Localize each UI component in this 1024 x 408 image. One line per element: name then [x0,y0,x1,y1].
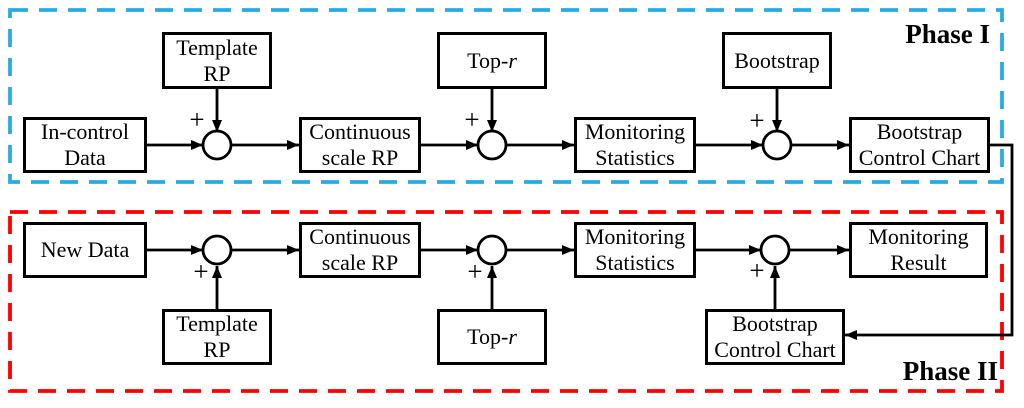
plus-sign-junction-2: + [464,104,480,135]
top-r-variable: r [508,47,517,73]
box-bootstrap-control-chart-phase1-label: Bootstrap Control Chart [858,119,981,170]
plus-sign-junction-5: + [467,256,483,287]
sum-junction-4 [201,234,233,266]
plus-sign-junction-6: + [749,255,765,286]
box-continuous-scale-rp-phase1-label: Continuous scale RP [309,119,411,170]
box-top-r-phase2: Top-r [437,309,547,365]
phase2-boundary [8,210,1004,393]
box-bootstrap-control-chart-phase1: Bootstrap Control Chart [849,117,990,173]
box-in-control-data-label: In-control Data [41,119,129,170]
box-monitoring-statistics-phase1-label: Monitoring Statistics [584,119,686,170]
phase1-boundary [8,8,1004,184]
box-template-rp-phase2: Template RP [162,309,272,365]
box-template-rp-phase1: Template RP [162,32,272,89]
box-monitoring-statistics-phase2-label: Monitoring Statistics [584,224,686,275]
box-top-r-phase1: Top-r [437,32,547,89]
top-r-prefix: Top- [467,324,509,349]
box-monitoring-statistics-phase1: Monitoring Statistics [574,117,696,173]
box-bootstrap-label: Bootstrap [734,47,820,73]
box-bootstrap: Bootstrap [722,32,832,89]
box-in-control-data: In-control Data [23,117,147,173]
box-monitoring-result: Monitoring Result [849,222,988,278]
box-template-rp-phase2-label: Template RP [176,311,258,362]
sum-junction-3 [761,129,793,161]
box-continuous-scale-rp-phase2: Continuous scale RP [299,222,421,278]
sum-junction-1 [201,129,233,161]
box-top-r-phase2-label: Top-r [467,324,517,350]
box-new-data: New Data [23,222,147,278]
box-continuous-scale-rp-phase1: Continuous scale RP [299,117,421,173]
plus-sign-junction-4: + [193,256,209,287]
phase2-label: Phase II [902,356,998,386]
box-continuous-scale-rp-phase2-label: Continuous scale RP [309,224,411,275]
top-r-prefix: Top- [467,47,509,73]
phase1-label: Phase I [905,19,990,49]
plus-sign-junction-1: + [189,104,205,135]
sum-junction-2 [476,129,508,161]
box-top-r-phase1-label: Top-r [467,48,517,74]
box-template-rp-phase1-label: Template RP [176,34,258,86]
sum-junction-5 [476,234,508,266]
box-bootstrap-control-chart-phase2: Bootstrap Control Chart [705,309,845,365]
box-bootstrap-control-chart-phase2-label: Bootstrap Control Chart [714,311,836,362]
box-monitoring-result-label: Monitoring Result [868,224,969,275]
box-monitoring-statistics-phase2: Monitoring Statistics [574,222,696,278]
arrow-bcc-feedback [845,143,1014,340]
top-r-variable: r [508,324,517,349]
sum-junction-6 [759,234,791,266]
box-new-data-label: New Data [40,237,130,262]
plus-sign-junction-3: + [749,105,765,136]
